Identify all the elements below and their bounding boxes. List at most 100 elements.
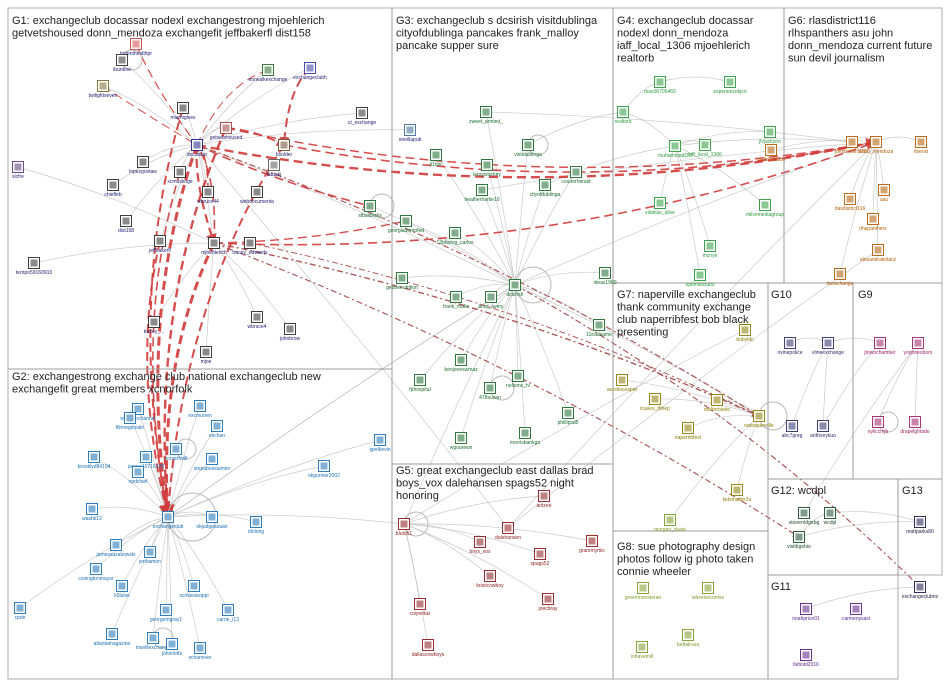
- network-node[interactable]: kidsmatter2u: [723, 484, 752, 504]
- network-node[interactable]: covingtonmayor: [78, 563, 114, 583]
- network-node[interactable]: nateapanville: [744, 410, 774, 430]
- network-node[interactable]: wgranews: [450, 432, 473, 452]
- network-node[interactable]: twilightseven: [89, 80, 118, 100]
- network-node[interactable]: dist158: [118, 215, 134, 235]
- network-node[interactable]: johnbrow: [279, 323, 301, 343]
- network-node[interactable]: bettalrusa: [677, 629, 699, 649]
- network-node[interactable]: exchangeclubns: [902, 581, 939, 601]
- network-node[interactable]: rlsenis: [914, 136, 929, 156]
- network-node[interactable]: dinlong: [248, 516, 264, 536]
- network-node[interactable]: johnbrown5701: [834, 136, 869, 156]
- network-node[interactable]: rlhspanthers: [859, 213, 887, 233]
- network-node[interactable]: stonerridgebg: [789, 507, 820, 527]
- network-node[interactable]: carrie_l13: [217, 604, 239, 624]
- network-node[interactable]: npdchief: [129, 466, 149, 486]
- network-node[interactable]: naperribfest: [675, 422, 702, 442]
- network-node[interactable]: filmregionaln: [116, 412, 145, 432]
- network-node[interactable]: wcdpl: [824, 507, 837, 527]
- network-node[interactable]: gedoenutrition: [386, 272, 418, 292]
- network-node[interactable]: lopezgovtaw: [129, 156, 157, 176]
- network-node[interactable]: tracey_...: [144, 316, 165, 336]
- network-node[interactable]: inhavemill: [631, 641, 653, 661]
- network-node[interactable]: nyliccmjb: [868, 416, 889, 436]
- network-node[interactable]: heatherhartie10: [464, 184, 500, 204]
- network-node[interactable]: wbruce4: [248, 311, 267, 331]
- network-node[interactable]: 478susan: [479, 382, 501, 402]
- network-node[interactable]: morrisbankga: [510, 427, 541, 447]
- network-node[interactable]: bsolder: [276, 139, 293, 159]
- network-node[interactable]: mcnye: [703, 240, 718, 260]
- network-node[interactable]: mas06705465: [644, 76, 676, 96]
- network-node[interactable]: xcnorthvill: [165, 443, 187, 463]
- network-node[interactable]: donn_mendoza: [859, 136, 894, 156]
- network-node[interactable]: mjoe: [200, 346, 212, 366]
- network-node[interactable]: milvemediagroup: [746, 199, 784, 219]
- network-node[interactable]: boys_vox: [469, 536, 491, 556]
- network-node[interactable]: mavillexchange: [136, 632, 171, 652]
- network-node[interactable]: xchanover: [188, 642, 212, 662]
- network-node[interactable]: weatherchannel: [120, 403, 156, 423]
- network-node[interactable]: igerlkevin: [369, 434, 391, 454]
- network-node[interactable]: jtownchamber: [863, 337, 896, 357]
- network-node[interactable]: spags52: [531, 548, 550, 568]
- network-node[interactable]: exchangeclub: [153, 511, 184, 531]
- network-node[interactable]: okjudgeasaan: [196, 511, 228, 531]
- network-node[interactable]: aurelioceaper: [607, 374, 638, 394]
- network-node[interactable]: visitbgohio: [787, 531, 811, 551]
- network-node[interactable]: okgunner2002: [308, 460, 340, 480]
- network-node[interactable]: coiyeritas: [409, 598, 431, 618]
- network-node[interactable]: dalehansen: [495, 522, 521, 542]
- network-node[interactable]: muhammadOC: [658, 140, 692, 160]
- network-node[interactable]: realtorb: [615, 106, 632, 126]
- network-node[interactable]: iburdine: [113, 54, 131, 74]
- network-node[interactable]: visitdublinga: [514, 139, 542, 159]
- network-node[interactable]: maltandcaco: [757, 144, 786, 164]
- network-node[interactable]: mjoehlerich: [201, 237, 227, 257]
- network-node[interactable]: bobyldc: [736, 324, 754, 344]
- network-node[interactable]: stopabusesimon: [194, 453, 231, 473]
- network-node[interactable]: dallascowboys: [412, 639, 445, 659]
- network-node[interactable]: xlcfre: [12, 161, 24, 181]
- network-node[interactable]: docassar: [187, 139, 208, 159]
- network-node[interactable]: asu: [878, 184, 890, 204]
- network-node[interactable]: brooklyd84194: [78, 451, 111, 471]
- network-node[interactable]: wbruce44: [197, 186, 219, 206]
- network-node[interactable]: rlasxchange: [827, 268, 854, 288]
- network-node[interactable]: jeffbakerfl: [148, 235, 171, 255]
- network-node[interactable]: georgemgray1: [150, 604, 182, 624]
- network-node[interactable]: ideas1980: [593, 267, 617, 287]
- network-node[interactable]: irvinepolice: [777, 337, 803, 357]
- network-node[interactable]: webdocumenta: [240, 186, 274, 206]
- network-node[interactable]: experiencekjcn: [713, 76, 747, 96]
- network-node[interactable]: 13photog_carlos: [437, 227, 474, 247]
- network-node[interactable]: kristicowboy: [476, 570, 504, 590]
- network-node[interactable]: morgan_skate: [654, 514, 686, 534]
- network-node[interactable]: stbaldricks: [358, 200, 382, 220]
- network-node[interactable]: washk12: [82, 503, 102, 523]
- network-node[interactable]: xcmuskoge: [167, 166, 193, 186]
- network-node[interactable]: chiefleb: [104, 179, 122, 199]
- network-node[interactable]: yorjonesboro: [904, 337, 933, 357]
- network-node[interactable]: abc7greg: [782, 420, 803, 440]
- network-node[interactable]: grammymic: [579, 535, 605, 555]
- network-node[interactable]: drapelghtado: [900, 416, 930, 436]
- network-node[interactable]: frank_malio: [443, 291, 469, 311]
- network-node[interactable]: ct_exchange: [348, 107, 377, 127]
- network-node[interactable]: jenhamon: [138, 546, 161, 566]
- network-node[interactable]: phillipsd5: [558, 407, 579, 427]
- network-node[interactable]: optimistclubs: [686, 269, 715, 289]
- network-node[interactable]: atlantamagazine: [94, 628, 131, 648]
- network-node[interactable]: miamigives: [170, 102, 196, 122]
- network-node[interactable]: excmurren: [188, 400, 212, 420]
- network-node[interactable]: rlasdistrict116: [835, 193, 866, 213]
- network-node[interactable]: tcaves_tbhep: [640, 393, 670, 413]
- network-node[interactable]: brad_avery: [478, 291, 504, 311]
- network-node[interactable]: courierherald: [561, 166, 591, 186]
- network-node[interactable]: johnrletts: [161, 638, 183, 658]
- network-node[interactable]: benjoneswmaz: [444, 354, 478, 374]
- network-node[interactable]: jamessazakowski: [96, 539, 136, 559]
- network-node[interactable]: cpdn: [14, 602, 26, 622]
- network-node[interactable]: noahprice01: [792, 603, 820, 623]
- network-node[interactable]: leroystuckey: [473, 159, 501, 179]
- network-node[interactable]: cityofdublinga: [530, 179, 561, 199]
